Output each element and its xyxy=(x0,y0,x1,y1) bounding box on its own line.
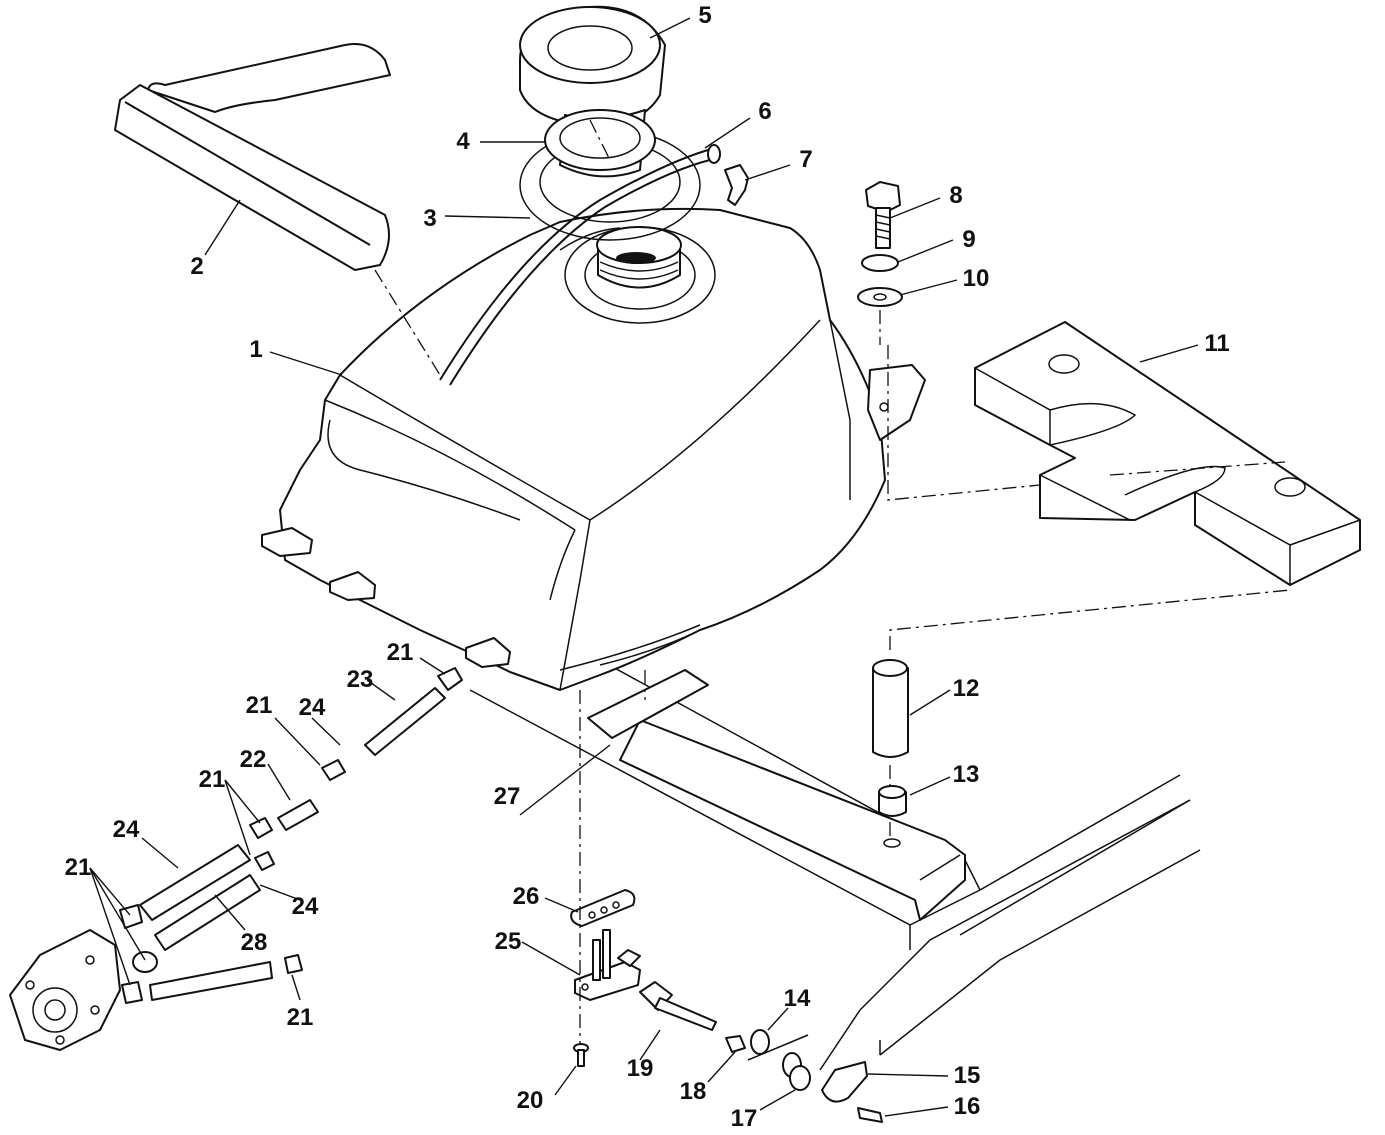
callout-21: 21 xyxy=(64,854,92,881)
valve-stem xyxy=(639,981,809,1061)
callout-17: 17 xyxy=(730,1105,758,1132)
callout-14: 14 xyxy=(783,985,811,1012)
callout-24: 24 xyxy=(112,816,140,843)
fuel-cap xyxy=(519,5,666,178)
callout-21: 21 xyxy=(386,639,414,666)
callout-3: 3 xyxy=(423,205,437,232)
callout-28: 28 xyxy=(240,929,268,956)
callout-19: 19 xyxy=(626,1055,654,1082)
callout-12: 12 xyxy=(952,675,980,702)
callout-9: 9 xyxy=(962,226,976,253)
callout-1: 1 xyxy=(249,336,263,363)
callout-27: 27 xyxy=(493,783,521,810)
fuel-valve xyxy=(574,929,641,1001)
vent-hose xyxy=(439,144,721,386)
vent-fitting xyxy=(724,164,749,206)
callout-22: 22 xyxy=(239,746,267,773)
callout-11: 11 xyxy=(1204,330,1230,357)
spacer-tube xyxy=(872,659,909,817)
callout-21: 21 xyxy=(198,766,226,793)
callout-5: 5 xyxy=(698,2,712,29)
callout-15: 15 xyxy=(953,1062,981,1089)
frame-rail xyxy=(469,659,1201,1071)
callout-18: 18 xyxy=(679,1078,707,1105)
callout-16: 16 xyxy=(953,1093,981,1120)
callout-13: 13 xyxy=(952,761,980,788)
callout-23: 23 xyxy=(346,666,374,693)
callout-8: 8 xyxy=(949,182,963,209)
callout-26: 26 xyxy=(512,883,540,910)
callout-6: 6 xyxy=(758,98,772,125)
callout-7: 7 xyxy=(799,146,813,173)
fuel-lines xyxy=(119,667,463,1004)
seat-pad xyxy=(114,43,391,271)
callout-20: 20 xyxy=(516,1087,544,1114)
callout-21: 21 xyxy=(245,692,273,719)
callout-4: 4 xyxy=(456,128,470,155)
valve-plate xyxy=(570,889,636,927)
mount-cushion xyxy=(974,321,1361,586)
callout-24: 24 xyxy=(291,893,319,920)
fuel-tank xyxy=(261,207,926,691)
cross-bracket xyxy=(619,719,966,921)
valve-pad xyxy=(587,669,709,739)
valve-knob xyxy=(782,1052,883,1123)
valve-screw xyxy=(573,1043,589,1067)
assembly-centerlines xyxy=(374,269,1291,1045)
callout-10: 10 xyxy=(962,265,990,292)
mount-bolt xyxy=(857,181,903,307)
callout-24: 24 xyxy=(298,694,326,721)
callout-leaders xyxy=(89,17,1199,1117)
callout-21: 21 xyxy=(286,1004,314,1031)
callout-2: 2 xyxy=(190,253,204,280)
fuel-pump xyxy=(9,929,121,1051)
callout-25: 25 xyxy=(494,928,522,955)
